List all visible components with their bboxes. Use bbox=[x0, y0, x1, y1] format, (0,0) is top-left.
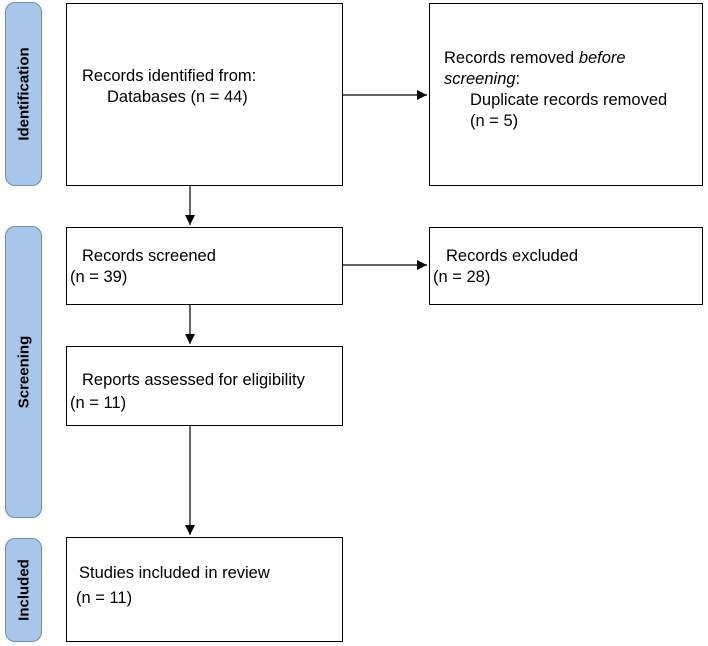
studies-included-count: (n = 11) bbox=[76, 589, 133, 607]
records-identified-databases: Databases (n = 44) bbox=[107, 88, 248, 106]
records-removed-before: before bbox=[578, 49, 626, 67]
records-screened-count: (n = 39) bbox=[70, 268, 128, 286]
records-identified-box: Records identified from: Databases (n = … bbox=[66, 3, 343, 186]
duplicate-records-count: (n = 5) bbox=[470, 112, 519, 130]
reports-eligibility-box: Reports assessed for eligibility (n = 11… bbox=[66, 346, 343, 426]
reports-eligibility-count: (n = 11) bbox=[70, 394, 127, 412]
records-removed-prefix: Records removed bbox=[444, 49, 579, 67]
records-removed-colon: : bbox=[515, 70, 521, 88]
records-removed-screening: screening: bbox=[444, 68, 520, 90]
studies-included-box: Studies included in review (n = 11) bbox=[66, 537, 343, 642]
records-excluded-box: Records excluded (n = 28) bbox=[429, 227, 703, 305]
duplicate-records-label: Duplicate records removed bbox=[470, 91, 668, 109]
records-removed-screening-em: screening bbox=[444, 70, 516, 88]
records-excluded-label: Records excluded bbox=[446, 247, 579, 265]
records-identified-label: Records identified from: bbox=[82, 67, 257, 85]
records-excluded-count: (n = 28) bbox=[433, 268, 491, 286]
records-removed-label: Records removed before bbox=[444, 47, 626, 69]
reports-eligibility-label: Reports assessed for eligibility bbox=[82, 371, 305, 389]
records-screened-label: Records screened bbox=[82, 247, 216, 265]
phase-screening: Screening bbox=[5, 226, 42, 518]
records-removed-box: Records removed before screening: Duplic… bbox=[429, 3, 703, 186]
records-screened-box: Records screened (n = 39) bbox=[66, 227, 343, 305]
studies-included-label: Studies included in review bbox=[79, 564, 270, 582]
phase-included: Included bbox=[5, 538, 42, 642]
phase-identification: Identification bbox=[5, 2, 42, 186]
